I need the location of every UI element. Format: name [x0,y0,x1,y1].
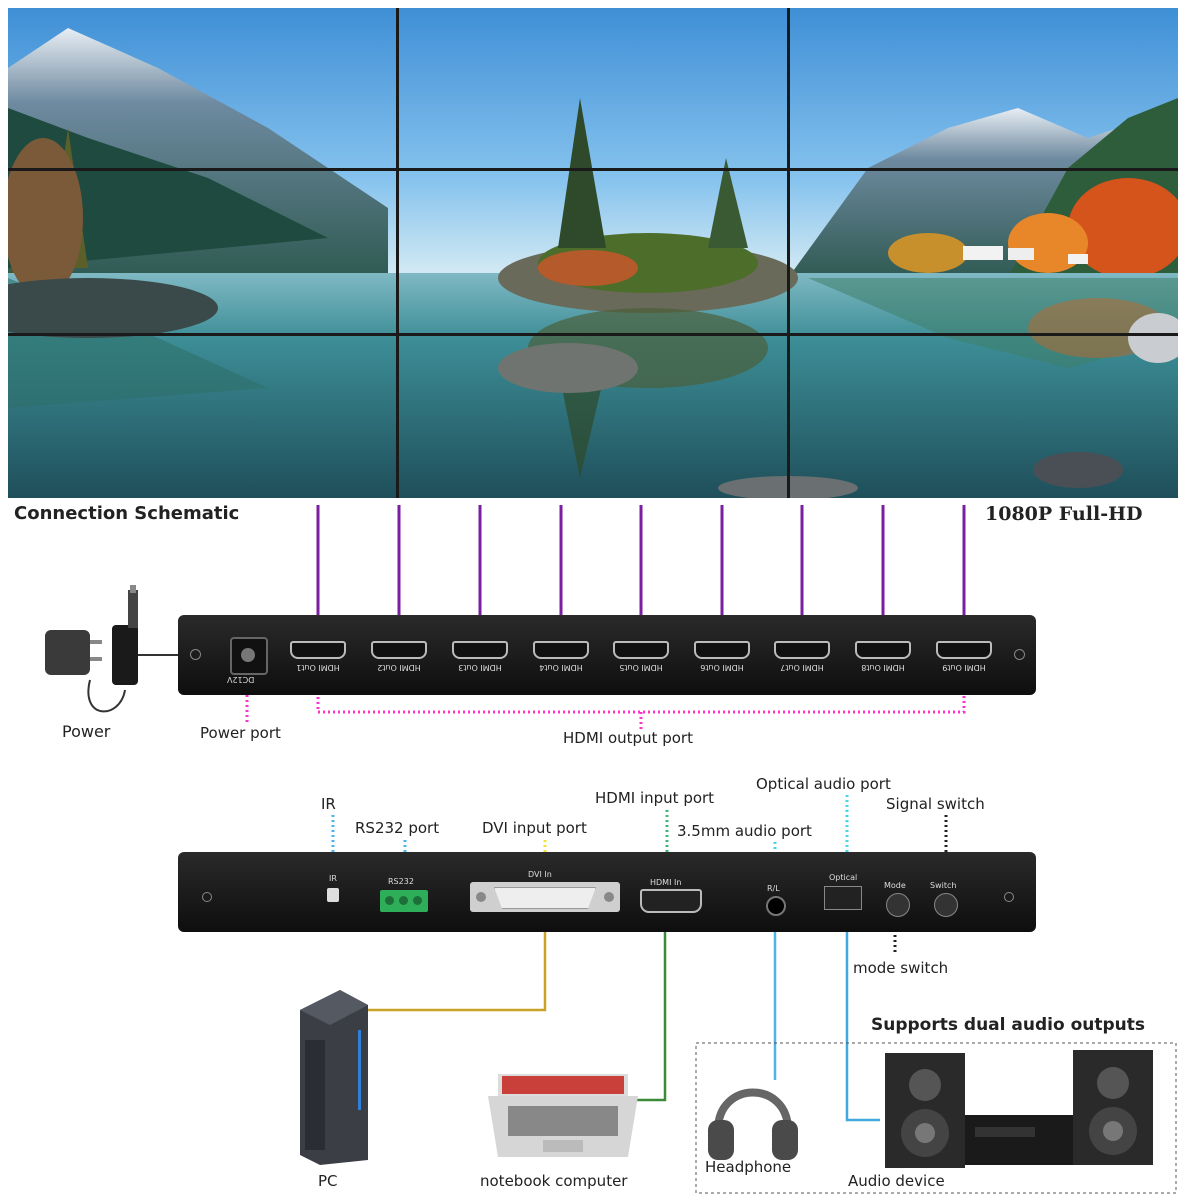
rs232-callout: RS232 port [355,819,440,837]
input-control-box: IR RS232 DVI In HDMI In R/L Optical Mode… [178,852,1036,932]
dc-power-jack[interactable] [230,637,268,675]
hdmi-in-label: HDMI In [650,878,682,887]
mode-label: Mode [884,881,906,890]
optical-callout: Optical audio port [756,775,891,793]
dvi-callout: DVI input port [482,819,587,837]
hdmi-out-port[interactable]: HDMI Out4 [530,637,592,677]
ir-label: IR [329,874,337,883]
dvi-label: DVI In [528,870,552,879]
diagram-title: Connection Schematic [14,503,240,524]
dual-audio-label: Supports dual audio outputs [871,1015,1145,1035]
headphone-label: Headphone [705,1158,792,1176]
optical-label: Optical [829,873,858,882]
audio-device-label: Audio device [848,1172,945,1190]
hdmi-out-port[interactable]: HDMI Out1 [287,637,349,677]
signal-switch-callout: Signal switch [886,795,985,813]
hdmi-out-port[interactable]: HDMI Out9 [933,637,995,677]
dvi-in-port[interactable] [470,882,620,912]
wall-bezel [787,8,790,498]
screw-icon [190,649,201,660]
wall-bezel [8,168,1178,171]
headphone-icon [708,1088,798,1160]
hdmi-input-callout: HDMI input port [595,789,715,807]
mode-button[interactable] [886,893,910,917]
hdmi-out-port[interactable]: HDMI Out7 [771,637,833,677]
power-port-label: Power port [200,724,281,742]
laptop-icon [488,1074,638,1157]
resolution-label: 1080P Full-HD [985,503,1143,525]
mode-switch-callout: mode switch [853,959,949,977]
hdmi-in-port[interactable] [640,889,702,913]
hdmi-out-port[interactable]: HDMI Out6 [691,637,753,677]
audio-label: R/L [767,884,780,893]
notebook-label: notebook computer [480,1172,628,1190]
pc-tower-icon [300,990,368,1165]
wall-bezel [8,333,1178,336]
hdmi-out-port[interactable]: HDMI Out8 [852,637,914,677]
screw-icon [1014,649,1025,660]
switch-label: Switch [930,881,957,890]
ir-callout: IR [321,795,336,813]
audio-jack[interactable] [766,896,786,916]
hdmi-out-port[interactable]: HDMI Out3 [449,637,511,677]
ir-receiver [327,888,339,902]
power-adapter-icon [45,585,138,685]
video-wall [8,8,1178,498]
pc-label: PC [318,1172,338,1190]
output-splitter-box: DC12V HDMI Out1 HDMI Out2 HDMI Out3 HDMI… [178,615,1036,695]
wall-bezel [396,8,399,498]
audio-35-callout: 3.5mm audio port [677,822,812,840]
hdmi-out-port[interactable]: HDMI Out2 [368,637,430,677]
rs232-terminal[interactable] [380,890,428,912]
screw-icon [202,892,212,902]
signal-switch-button[interactable] [934,893,958,917]
audio-device-icon [885,1050,1153,1168]
power-label: Power [62,722,111,741]
hdmi-out-port[interactable]: HDMI Out5 [610,637,672,677]
hdmi-output-port-label: HDMI output port [563,729,693,747]
dc-label: DC12V [227,675,255,684]
landscape-image [8,8,1178,498]
optical-port[interactable] [824,886,862,910]
screw-icon [1004,892,1014,902]
rs232-label: RS232 [388,877,414,886]
